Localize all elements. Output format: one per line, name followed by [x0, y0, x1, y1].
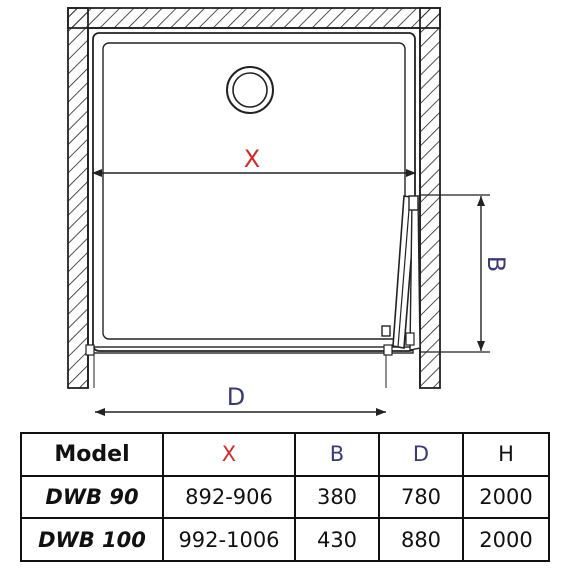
row-d: 880	[378, 517, 464, 562]
header-d: D	[378, 432, 464, 477]
dimension-b-label: B	[482, 256, 510, 272]
row-b: 430	[294, 517, 380, 562]
row-x: 992-1006	[162, 517, 296, 562]
folding-door	[381, 194, 421, 351]
spec-table: Model X B D H DWB 90 892-906 380 780 200…	[20, 432, 550, 562]
dimension-d: D	[95, 383, 386, 416]
dimension-d-label: D	[227, 383, 245, 411]
header-model: Model	[20, 432, 164, 477]
wall-group	[67, 7, 441, 389]
header-x: X	[162, 432, 296, 477]
table-header-row: Model X B D H	[20, 432, 550, 477]
dimension-x: X	[92, 145, 416, 177]
row-b: 380	[294, 474, 380, 520]
drain-circle-icon	[226, 66, 274, 114]
table-row: DWB 90 892-906 380 780 2000	[20, 474, 550, 520]
shower-tray	[92, 32, 416, 352]
row-model: DWB 90	[20, 474, 164, 520]
hinge-icon	[381, 195, 419, 346]
top-wall	[67, 7, 441, 29]
row-h: 2000	[462, 517, 550, 562]
row-h: 2000	[462, 474, 550, 520]
row-model: DWB 100	[20, 517, 164, 562]
header-b: B	[294, 432, 380, 477]
table-row: DWB 100 992-1006 430 880 2000	[20, 517, 550, 562]
header-h: H	[462, 432, 550, 477]
row-x: 892-906	[162, 474, 296, 520]
row-d: 780	[378, 474, 464, 520]
shower-plan-diagram: X B D	[67, 7, 510, 416]
dimension-x-label: X	[244, 145, 260, 173]
right-wall	[419, 7, 441, 389]
dimension-b: B	[420, 194, 510, 353]
left-wall	[67, 7, 89, 389]
